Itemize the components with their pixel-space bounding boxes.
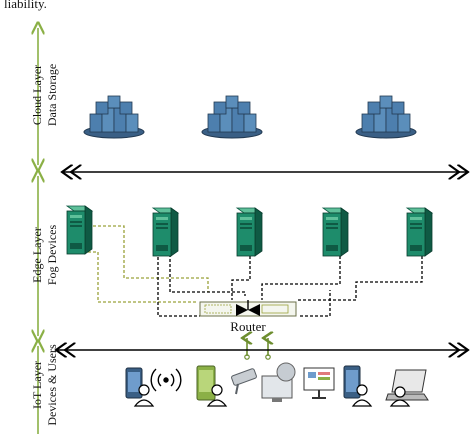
router: Router <box>199 300 297 334</box>
server-icon <box>322 207 349 257</box>
fog-link-4 <box>298 246 423 301</box>
fog-devices <box>66 205 433 257</box>
fog-link-yellow-down <box>88 251 198 303</box>
fog-link-1 <box>169 244 246 296</box>
cloud-layer-label: Cloud Layer <box>30 65 44 125</box>
fog-link-3 <box>261 246 341 300</box>
dashboard-display-icon <box>303 367 335 399</box>
server-icon <box>406 207 433 257</box>
cctv-camera-icon <box>231 368 257 395</box>
fog-link-yellow <box>88 225 209 292</box>
laptop-user-icon <box>385 369 429 407</box>
server-icon <box>152 207 179 257</box>
smartphone-user-icon <box>196 365 228 407</box>
cloud-sublayer-label: Data Storage <box>45 64 59 126</box>
data-storage-icon <box>355 95 417 139</box>
wifi-signal-icon <box>150 368 182 392</box>
server-icon <box>236 207 263 257</box>
monitor-icon <box>261 362 296 402</box>
iot-layer-label: IoT Layer <box>30 361 44 409</box>
smartphone-user-icon <box>125 367 155 407</box>
fog-link-router-left <box>157 252 200 317</box>
fog-links <box>88 225 423 317</box>
iot-devices <box>125 362 429 407</box>
data-storage-icon <box>83 95 145 139</box>
cloud-storage-nodes <box>83 95 417 139</box>
router-valve-icon <box>236 304 248 316</box>
header-fragment: liability. <box>4 0 47 11</box>
edge-sublayer-label: Fog Devices <box>45 225 59 286</box>
server-icon <box>66 205 93 255</box>
data-storage-icon <box>201 95 263 139</box>
fog-link-router-right <box>300 290 331 317</box>
edge-layer-label: Edge Layer <box>30 227 44 283</box>
router-label: Router <box>230 319 266 334</box>
iot-sublayer-label: Devices & Users <box>45 344 59 426</box>
fog-link-2 <box>231 246 251 300</box>
smartphone-user-icon <box>343 365 373 407</box>
